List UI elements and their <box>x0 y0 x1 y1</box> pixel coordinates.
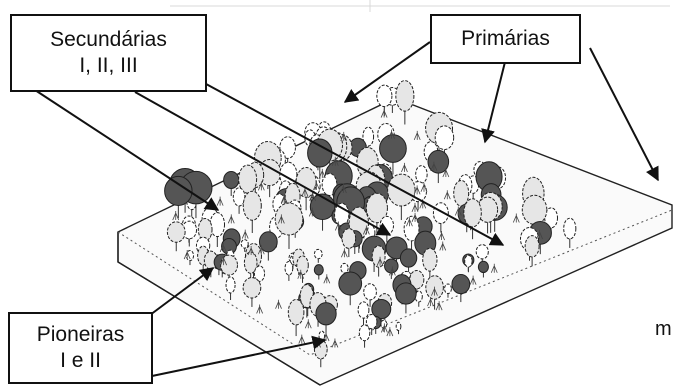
label-pioneiras: Pioneiras I e II <box>8 312 153 384</box>
tree-crown <box>395 282 417 305</box>
tree-crown <box>544 207 559 229</box>
tree-crown <box>258 231 278 253</box>
arrow-secundarias-2 <box>134 91 392 236</box>
tree-crown <box>185 249 195 262</box>
tree-crown <box>334 202 350 227</box>
tree-crown <box>358 324 371 342</box>
label-secundarias-line2: I, II, III <box>79 54 138 77</box>
tree-crown <box>357 301 370 319</box>
tree-crown <box>477 196 499 223</box>
tree-crown <box>363 283 377 301</box>
tree-crown <box>341 228 357 249</box>
tree-crown <box>242 190 262 221</box>
tree-crown <box>307 138 333 168</box>
arrow-pioneiras-1 <box>149 267 215 316</box>
tree-crown <box>242 277 262 299</box>
tree-crown <box>371 298 392 320</box>
tree-crown <box>287 298 305 326</box>
tree-crown <box>563 217 577 240</box>
arrow-primarias-2 <box>481 61 506 144</box>
tree-crown <box>521 194 548 225</box>
tree-crown <box>371 245 386 268</box>
tree-crown <box>223 170 240 190</box>
tree-crown <box>475 244 489 260</box>
label-primarias: Primárias <box>430 14 581 64</box>
tree-crown <box>296 255 309 276</box>
label-arrows <box>34 41 659 377</box>
tree-crown <box>232 187 246 207</box>
tree-crown <box>243 251 258 274</box>
tree-crown <box>338 271 363 296</box>
tree-crown <box>427 149 450 174</box>
tree-crown <box>166 221 186 243</box>
tree-crown <box>395 80 415 112</box>
tree-crown <box>313 248 323 260</box>
arrow-pioneiras-2 <box>151 335 327 377</box>
tree-crown <box>379 134 407 163</box>
tree-crown <box>464 254 473 268</box>
label-pioneiras-line2: I e II <box>60 349 101 372</box>
tree-crown <box>432 202 449 225</box>
tree-crown <box>365 314 378 330</box>
tree-crown <box>463 198 482 228</box>
tree-crown <box>225 276 236 294</box>
tree-crown <box>362 126 375 147</box>
tree-crown <box>313 264 324 276</box>
tree-crown <box>399 248 418 268</box>
arrow-primarias-1 <box>343 41 431 103</box>
tree-crown <box>477 260 489 274</box>
stray-letter: m <box>655 318 672 340</box>
label-secundarias-line1: Secundárias <box>50 28 167 51</box>
tree-crown <box>274 202 304 236</box>
tree-crown <box>444 283 452 295</box>
tree-crown <box>253 265 266 282</box>
tree-crown <box>376 84 393 108</box>
tree-crown <box>284 260 294 276</box>
tree-crown <box>340 262 349 274</box>
label-pioneiras-line1: Pioneiras <box>36 323 125 346</box>
tree-crown <box>384 258 399 274</box>
label-primarias-line1: Primárias <box>461 27 550 50</box>
tree-crown <box>220 254 238 276</box>
tree-crown <box>164 175 193 206</box>
tree-crown <box>395 321 402 332</box>
tree-crown <box>434 125 455 151</box>
tree-crown <box>209 212 226 238</box>
tree-crown <box>451 273 471 295</box>
tree-crown <box>422 247 438 272</box>
tree-crown <box>240 239 249 249</box>
tree-crown <box>315 302 337 326</box>
label-secundarias: Secundárias I, II, III <box>10 14 207 92</box>
tree-crown <box>524 235 540 258</box>
arrow-secundarias-3 <box>194 77 505 246</box>
arrow-primarias-3 <box>589 47 659 182</box>
tree-crown <box>415 165 428 184</box>
arrow-secundarias-1 <box>34 89 220 211</box>
